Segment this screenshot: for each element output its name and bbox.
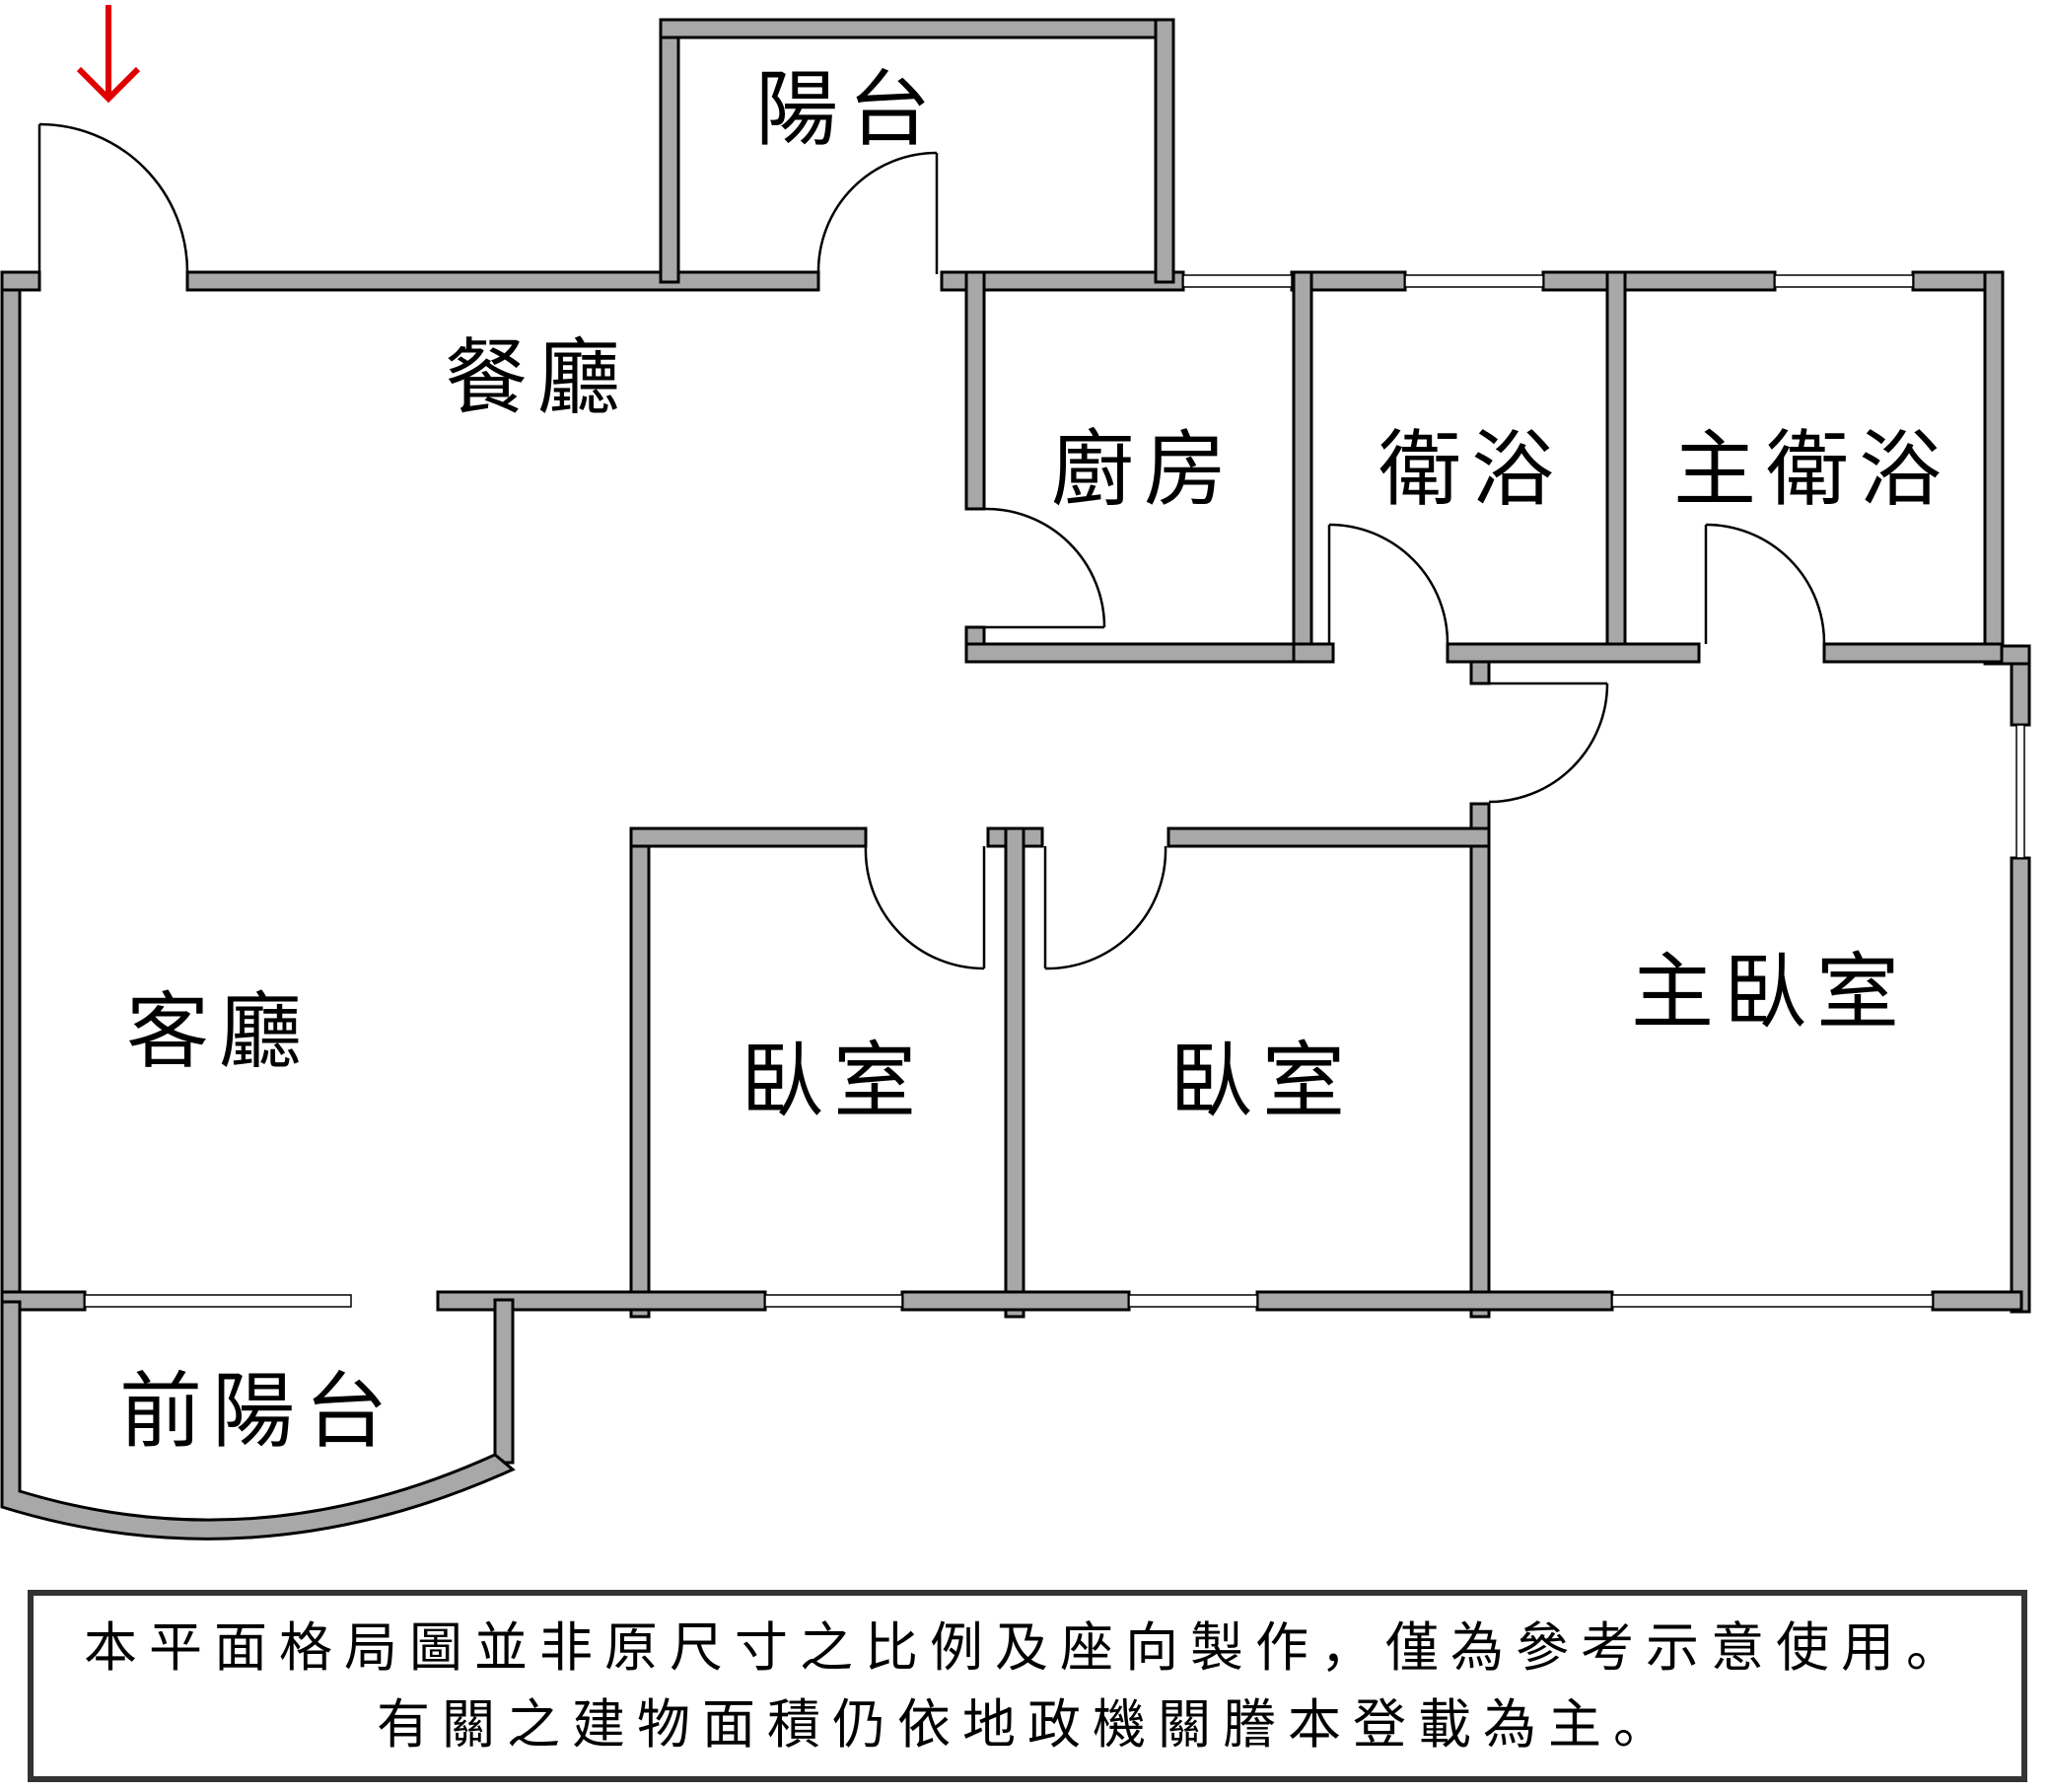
room-label-bathroom: 衛浴 (1378, 421, 1564, 518)
room-label-front-balcony: 前陽台 (119, 1363, 397, 1460)
walls (0, 18, 2031, 1541)
disclaimer-box: 本平面格局圖並非原尺寸之比例及座向製作，僅為參考示意使用。 有關之建物面積仍依地… (28, 1590, 2027, 1782)
room-label-living-room: 客廳 (126, 983, 312, 1080)
room-labels: 陽台 餐廳 廚房 衛浴 主衛浴 客廳 臥室 臥室 主臥室 前陽台 (119, 61, 1951, 1460)
disclaimer-line-2: 有關之建物面積仍依地政機關謄本登載為主。 (377, 1692, 1678, 1756)
room-label-balcony: 陽台 (755, 61, 941, 158)
room-label-bedroom-2: 臥室 (1169, 1033, 1355, 1129)
windows (84, 274, 2025, 1308)
entrance-arrow-icon (76, 5, 141, 104)
room-label-dining-room: 餐廳 (445, 329, 630, 426)
room-label-master-bathroom: 主衛浴 (1673, 421, 1951, 518)
room-label-bedroom-1: 臥室 (741, 1033, 926, 1129)
disclaimer-line-1: 本平面格局圖並非原尺寸之比例及座向製作，僅為參考示意使用。 (84, 1615, 1971, 1679)
room-label-master-bedroom: 主臥室 (1631, 944, 1909, 1040)
room-label-kitchen: 廚房 (1051, 421, 1237, 518)
doors (37, 122, 1826, 970)
